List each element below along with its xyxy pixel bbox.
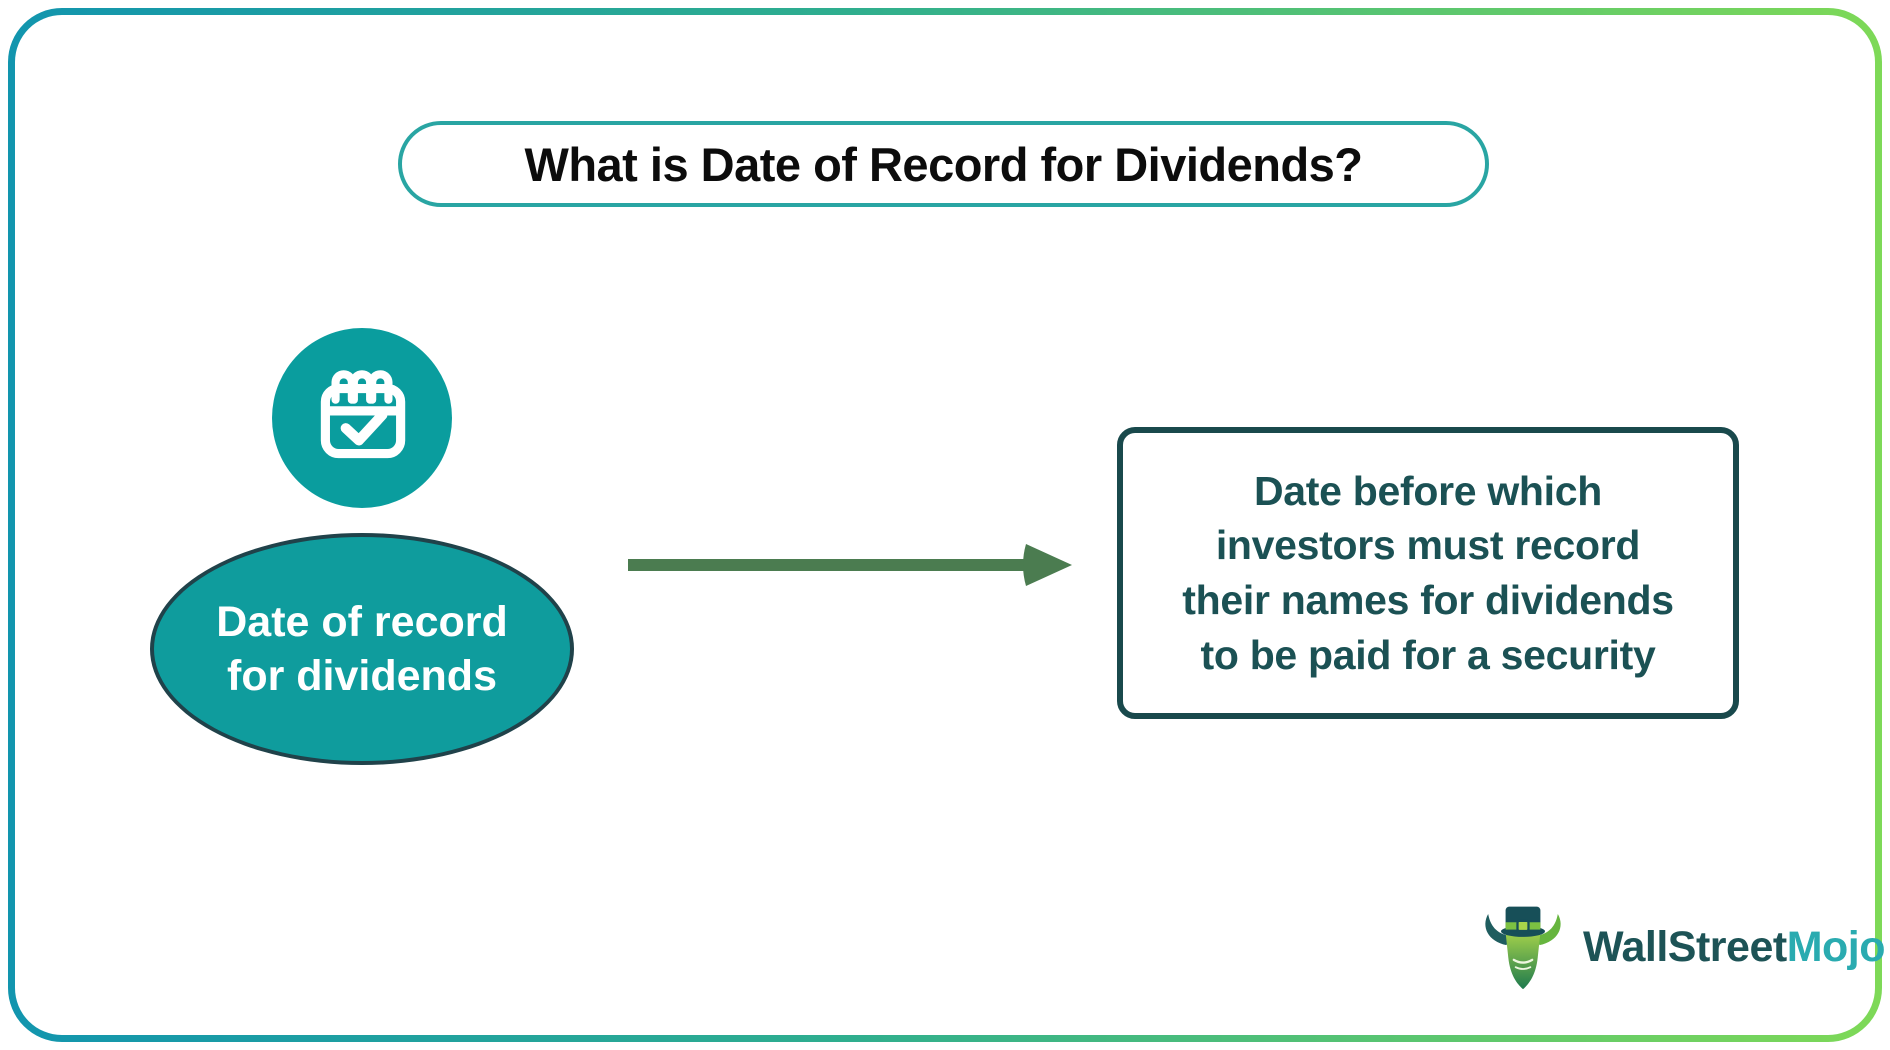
brand-wallstreet: WallStreet	[1583, 922, 1787, 971]
definition-line-4: to be paid for a security	[1200, 631, 1656, 678]
brand-footer: WallStreetMojo	[1477, 903, 1886, 991]
calendar-check-icon	[301, 357, 423, 479]
title-pill: What is Date of Record for Dividends?	[398, 121, 1489, 207]
connector-arrow-right	[624, 538, 1080, 592]
ellipse-label-line2: for dividends	[227, 652, 497, 700]
bull-mascot-icon	[1477, 903, 1569, 991]
ellipse-label-line1: Date of record	[216, 597, 508, 646]
definition-line-3: their names for dividends	[1182, 577, 1674, 623]
calendar-icon-circle	[272, 328, 452, 508]
brand-wordmark: WallStreetMojo	[1583, 922, 1886, 972]
definition-line-2: investors must record	[1215, 522, 1641, 569]
page-title: What is Date of Record for Dividends?	[524, 137, 1363, 191]
definition-line-1: Date before which	[1253, 467, 1603, 514]
brand-mojo: Mojo	[1786, 922, 1886, 971]
date-of-record-ellipse: Date of record for dividends	[150, 533, 574, 765]
definition-box: Date before which investors must record …	[1117, 427, 1739, 719]
